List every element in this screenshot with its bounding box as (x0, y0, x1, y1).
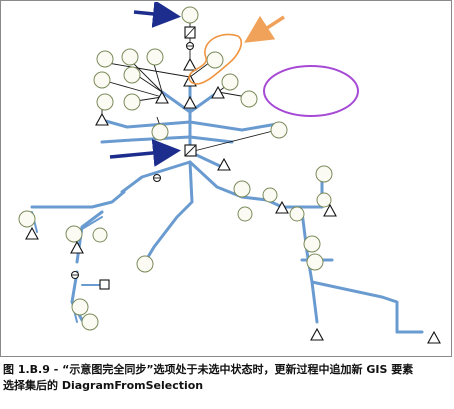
junction-circle-icon (303, 235, 321, 253)
transformer-triangle-icon (310, 327, 324, 341)
junction-circle-icon (136, 255, 154, 273)
junction-circle-icon (316, 192, 332, 208)
transformer-triangle-icon (323, 203, 337, 217)
transformer-triangle-icon (183, 57, 197, 71)
junction-circle-icon (123, 66, 141, 84)
junction-circle-icon (96, 50, 114, 68)
figure-frame (0, 0, 452, 357)
junction-circle-icon (289, 206, 305, 222)
junction-circle-icon (151, 123, 169, 141)
transformer-nodes (25, 57, 441, 344)
switch-square-icon (99, 279, 110, 290)
junction-circle-icon (92, 227, 108, 243)
junction-circle-icon (306, 253, 324, 271)
junction-circle-icon (240, 90, 258, 108)
transformer-triangle-icon (155, 90, 169, 104)
junction-circle-icon (65, 225, 83, 243)
junction-circle-icon (81, 313, 99, 331)
junction-circle-icon (237, 206, 253, 222)
transformer-triangle-icon (217, 157, 231, 171)
junction-circle-icon (262, 187, 278, 203)
transformer-triangle-icon (95, 112, 109, 126)
junction-circle-icon (315, 165, 333, 183)
switch-nodes (99, 26, 197, 290)
junction-nodes (18, 6, 333, 331)
junction-circle-icon (96, 93, 114, 111)
junction-circle-icon (71, 298, 89, 316)
empty-selection-ellipse (263, 65, 359, 117)
transformer-triangle-icon (275, 200, 289, 214)
arrow-blue-top (133, 2, 181, 28)
junction-circle-icon (123, 93, 141, 111)
arrow-blue-middle (109, 139, 181, 167)
transformer-triangle-icon (183, 95, 197, 109)
caption-line-1: 图 1.B.9 - “示意图完全同步”选项处于未选中状态时，更新过程中追加新 G… (3, 363, 414, 376)
junction-circle-icon (221, 73, 239, 91)
fuse-nodes (71, 42, 194, 279)
transformer-triangle-icon (70, 240, 84, 254)
junction-circle-icon (146, 48, 164, 66)
junction-circle-icon (93, 71, 111, 89)
network-diagram (18, 2, 441, 344)
transformer-triangle-icon (211, 85, 225, 99)
lasso-orange (188, 33, 243, 85)
pipe-lines (30, 75, 424, 334)
transformer-triangle-icon (25, 226, 39, 240)
junction-circle-icon (233, 180, 251, 198)
figure-caption: 图 1.B.9 - “示意图完全同步”选项处于未选中状态时，更新过程中追加新 G… (3, 362, 451, 394)
junction-circle-icon (181, 6, 199, 24)
junction-circle-icon (18, 210, 36, 228)
caption-line-2: 选择集后的 DiagramFromSelection (3, 379, 204, 392)
transformer-triangle-icon (427, 330, 441, 344)
junction-circle-icon (270, 121, 288, 139)
junction-circle-icon (121, 48, 139, 66)
annotations (109, 2, 359, 167)
arrow-orange (244, 15, 285, 43)
junction-circle-icon (206, 51, 224, 69)
